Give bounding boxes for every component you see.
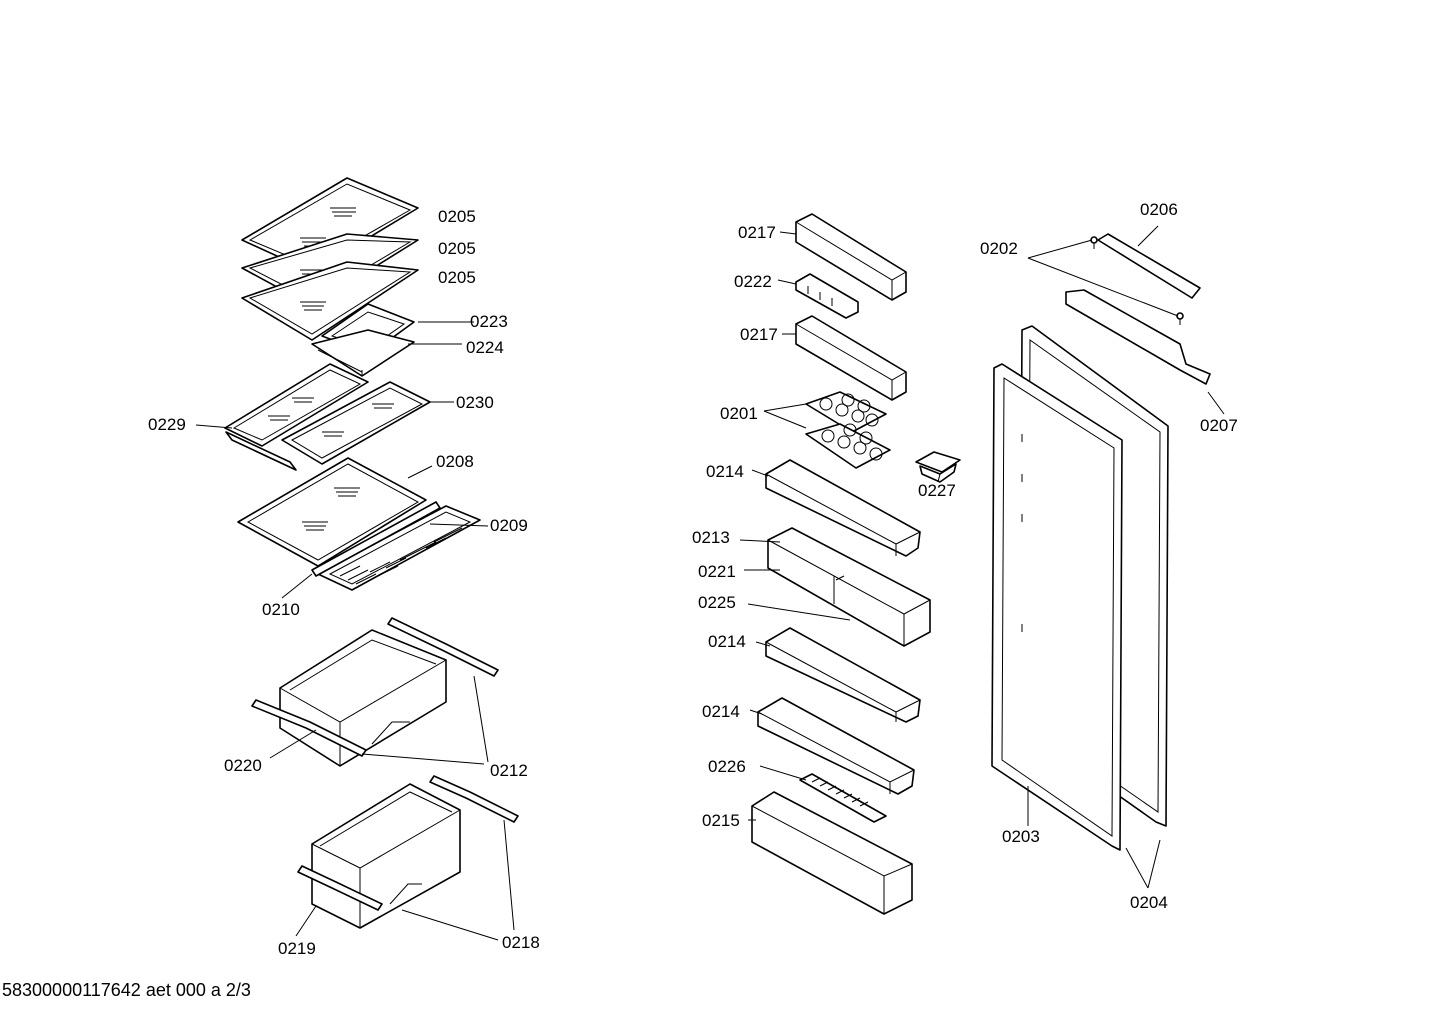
label-0213: 0213 (692, 528, 730, 547)
glass-shelf-0205-lower (241, 261, 419, 341)
label-0220: 0220 (224, 756, 262, 775)
label-0218: 0218 (502, 933, 540, 952)
label-0206: 0206 (1140, 200, 1178, 219)
label-0223: 0223 (470, 312, 508, 331)
part-labels: 0205 0205 0205 0223 0224 0230 0229 0208 … (148, 200, 1238, 958)
egg-tray-0201 (805, 391, 891, 469)
label-0230: 0230 (456, 393, 494, 412)
tray-0214-lower (757, 697, 915, 795)
grille-0209 (311, 501, 481, 591)
label-0214-a: 0214 (706, 462, 744, 481)
covered-bin-0213 (767, 527, 931, 647)
label-0210: 0210 (262, 600, 300, 619)
bin-0217-second (795, 315, 907, 401)
label-0214-c: 0214 (702, 702, 740, 721)
shelf-0208 (237, 457, 427, 567)
label-0208: 0208 (436, 452, 474, 471)
label-0217-b: 0217 (740, 325, 778, 344)
label-0209: 0209 (490, 516, 528, 535)
label-0203: 0203 (1002, 827, 1040, 846)
rail-0212-upper (251, 617, 499, 757)
label-0221: 0221 (698, 562, 736, 581)
bottle-tray-0215 (751, 791, 913, 915)
label-0207: 0207 (1200, 416, 1238, 435)
label-0217-a: 0217 (738, 223, 776, 242)
cup-0227 (915, 451, 961, 483)
label-0219: 0219 (278, 939, 316, 958)
label-0202: 0202 (980, 239, 1018, 258)
document-reference: 58300000117642 aet 000 a 2/3 (2, 980, 251, 1000)
label-0205-b: 0205 (438, 239, 476, 258)
bin-0217-top (795, 213, 907, 301)
label-0204: 0204 (1130, 893, 1168, 912)
small-box-0224 (311, 329, 415, 377)
drawer-upper (279, 629, 447, 767)
label-0227: 0227 (918, 481, 956, 500)
hinge-0207 (1065, 289, 1211, 385)
label-0224: 0224 (466, 338, 504, 357)
clip-0222 (795, 273, 859, 319)
split-shelf-right-0230 (281, 381, 431, 465)
label-0215: 0215 (702, 811, 740, 830)
insert-0226 (799, 773, 887, 823)
label-0225: 0225 (698, 593, 736, 612)
drawer-lower (311, 783, 461, 929)
tray-0214-upper (765, 459, 921, 557)
label-0212: 0212 (490, 761, 528, 780)
door-gasket-0203 (991, 363, 1123, 851)
label-0201: 0201 (720, 404, 758, 423)
label-0214-b: 0214 (708, 632, 746, 651)
label-0205-a: 0205 (438, 207, 476, 226)
split-shelf-left (224, 363, 369, 471)
label-0229: 0229 (148, 415, 186, 434)
hinge-cover-0206 (1097, 233, 1201, 299)
leader-lines (195, 225, 1225, 941)
label-0226: 0226 (708, 757, 746, 776)
tray-0214-middle (765, 627, 921, 723)
label-0222: 0222 (734, 272, 772, 291)
rail-0218 (297, 775, 519, 911)
label-0205-c: 0205 (438, 268, 476, 287)
